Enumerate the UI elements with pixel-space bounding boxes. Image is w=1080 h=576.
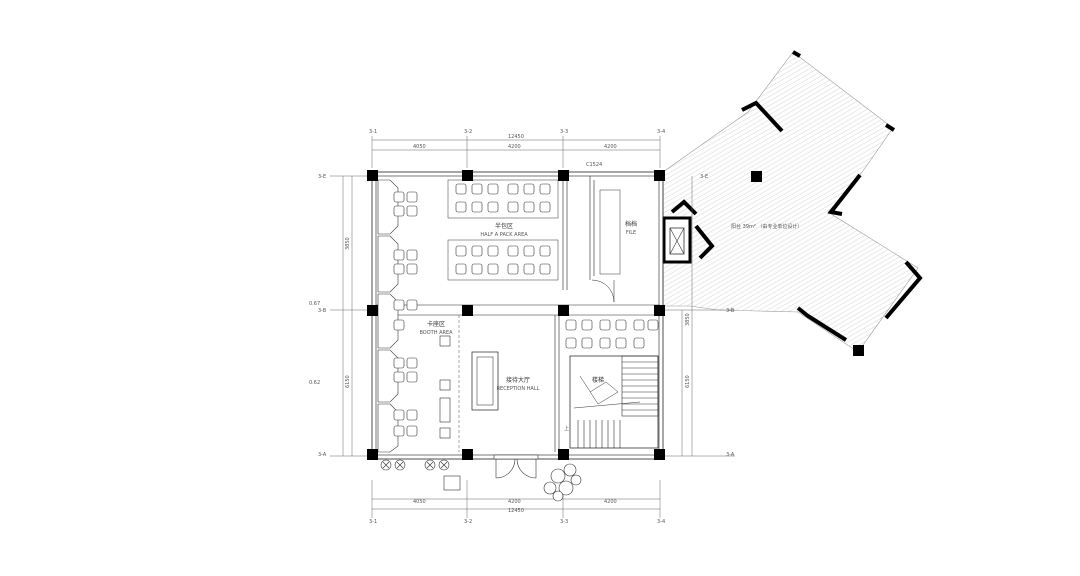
- room-labels: 半包区 HALF A PACK AREA 档档 FILE 卡座区 BOOTH A…: [419, 162, 637, 432]
- table-group: [507, 245, 551, 275]
- axis-top-1: 3-1: [369, 129, 377, 135]
- dimension-lines: [330, 136, 735, 518]
- shaft: [662, 216, 692, 264]
- axis-top-2: 3-2: [464, 129, 472, 135]
- lower-right: [565, 319, 659, 449]
- dim-top-1: 4050: [413, 144, 426, 150]
- axis-left-1: 3-E: [318, 174, 326, 180]
- column: [462, 449, 473, 460]
- label-stair-up: 上: [564, 425, 569, 432]
- dim-left-mark-mid: 0.62: [309, 380, 320, 386]
- label-reception-en: RECEPTION HALL: [497, 386, 540, 392]
- table-group: [455, 183, 499, 213]
- axis-left-3: 3-A: [318, 452, 327, 458]
- label-booth-en: BOOTH AREA: [419, 330, 453, 336]
- plants: [380, 459, 582, 502]
- dim-left-lower: 6150: [345, 375, 351, 388]
- window-mark: C1524: [586, 162, 602, 168]
- label-stair-cn: 楼梯: [592, 376, 604, 384]
- terrace-wall: [884, 123, 896, 132]
- dim-bottom-overall: 12450: [508, 508, 524, 514]
- terrace-wall: [827, 173, 862, 216]
- label-half-pack-cn: 半包区: [495, 222, 513, 230]
- terrace-column: [751, 171, 762, 182]
- column: [367, 449, 378, 460]
- stair: [569, 355, 659, 449]
- axis-labels: 3-1 3-2 3-3 3-4 3-1 3-2 3-3 3-4 3-E 3-B …: [318, 129, 735, 525]
- column: [367, 305, 378, 316]
- dim-top-overall: 12450: [508, 134, 524, 140]
- dim-top-2: 4200: [508, 144, 521, 150]
- terrace-wall: [884, 260, 923, 320]
- dim-left-upper: 3850: [345, 237, 351, 250]
- dimension-text: 12450 4050 4200 4200 4050 4200 4200 1245…: [309, 134, 691, 514]
- half-pack-tables: [447, 179, 621, 281]
- terrace-wall: [741, 100, 784, 133]
- label-reception-cn: 接待大厅: [506, 376, 530, 384]
- axis-bottom-4: 3-4: [657, 519, 665, 525]
- terrace-wall: [792, 50, 801, 58]
- axis-bottom-3: 3-3: [560, 519, 568, 525]
- dim-top-3: 4200: [604, 144, 617, 150]
- entrance: [443, 454, 539, 491]
- column: [558, 170, 569, 181]
- label-half-pack-en: HALF A PACK AREA: [480, 232, 528, 238]
- column: [558, 305, 569, 316]
- shaft-inner: [669, 227, 685, 255]
- column: [462, 170, 473, 181]
- booth-unit: [377, 235, 418, 293]
- dim-right-lower: 6150: [685, 375, 691, 388]
- axis-top-3: 3-3: [560, 129, 568, 135]
- booth-unit: [377, 349, 418, 403]
- column: [367, 170, 378, 181]
- booth-unit: [377, 179, 418, 235]
- column: [558, 449, 569, 460]
- axis-right-3: 3-A: [726, 452, 735, 458]
- label-booth-cn: 卡座区: [427, 320, 445, 328]
- tree: [543, 463, 582, 502]
- dim-left-mark-upper: 0.67: [309, 301, 320, 307]
- column: [654, 305, 665, 316]
- table-group: [507, 183, 551, 213]
- terrace-column: [853, 345, 864, 356]
- dim-right-upper: 3850: [685, 313, 691, 326]
- booth-unit: [377, 403, 418, 453]
- booth-seating: [377, 179, 451, 453]
- dim-bottom-1: 4050: [413, 499, 426, 505]
- terrace-wall: [694, 224, 715, 260]
- booth-unit: [377, 293, 418, 349]
- column: [654, 449, 665, 460]
- terrace-wall: [796, 306, 848, 342]
- label-file-en: FILE: [626, 230, 636, 236]
- label-file-cn: 档档: [625, 220, 637, 228]
- axis-right-2: 3-B: [726, 308, 735, 314]
- axis-top-4: 3-4: [657, 129, 665, 135]
- terrace: 阳台 39m² （由专业单位设计）: [662, 50, 923, 356]
- terrace-note: 阳台 39m² （由专业单位设计）: [731, 223, 802, 230]
- terrace-hatch: [662, 51, 919, 353]
- structural-columns: [367, 170, 665, 460]
- dim-bottom-2: 4200: [508, 499, 521, 505]
- axis-left-2: 3-B: [318, 308, 327, 314]
- axis-bottom-2: 3-2: [464, 519, 472, 525]
- column: [654, 170, 665, 181]
- axis-bottom-1: 3-1: [369, 519, 377, 525]
- dim-bottom-3: 4200: [604, 499, 617, 505]
- column: [462, 305, 473, 316]
- table-group: [455, 245, 499, 275]
- axis-right-1: 3-E: [700, 174, 708, 180]
